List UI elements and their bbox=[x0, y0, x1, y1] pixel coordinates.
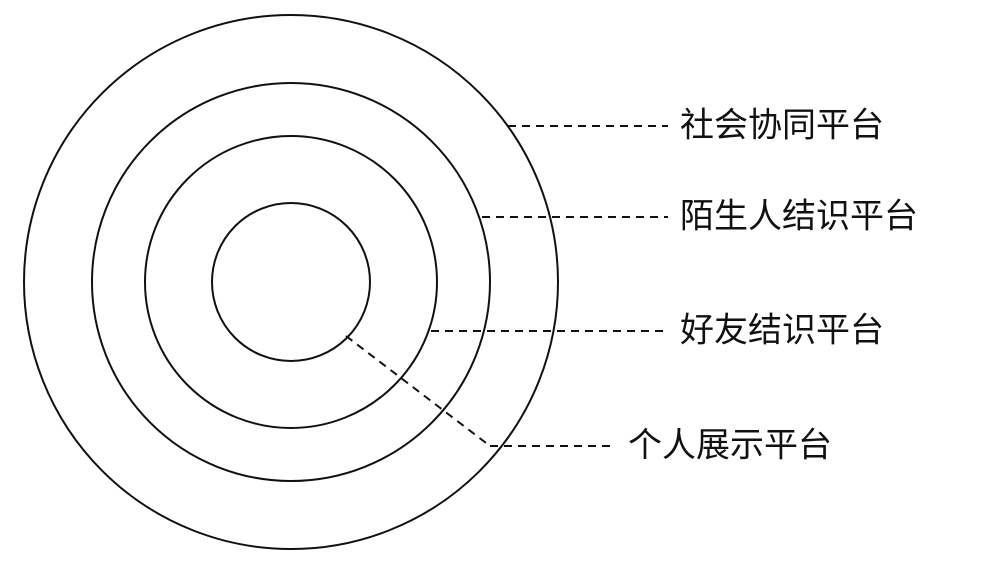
inner-ring-personal-display bbox=[211, 202, 371, 362]
second-ring-stranger-meeting bbox=[91, 82, 491, 482]
label-stranger-meeting: 陌生人结识平台 bbox=[680, 197, 918, 237]
label-personal-display: 个人展示平台 bbox=[628, 426, 832, 466]
outer-ring-social-collaboration bbox=[23, 14, 559, 550]
label-friend-meeting: 好友结识平台 bbox=[680, 311, 884, 351]
third-ring-friend-meeting bbox=[144, 135, 438, 429]
label-social-collaboration: 社会协同平台 bbox=[680, 106, 884, 146]
leader-line-personal-display-diagonal bbox=[345, 335, 491, 447]
